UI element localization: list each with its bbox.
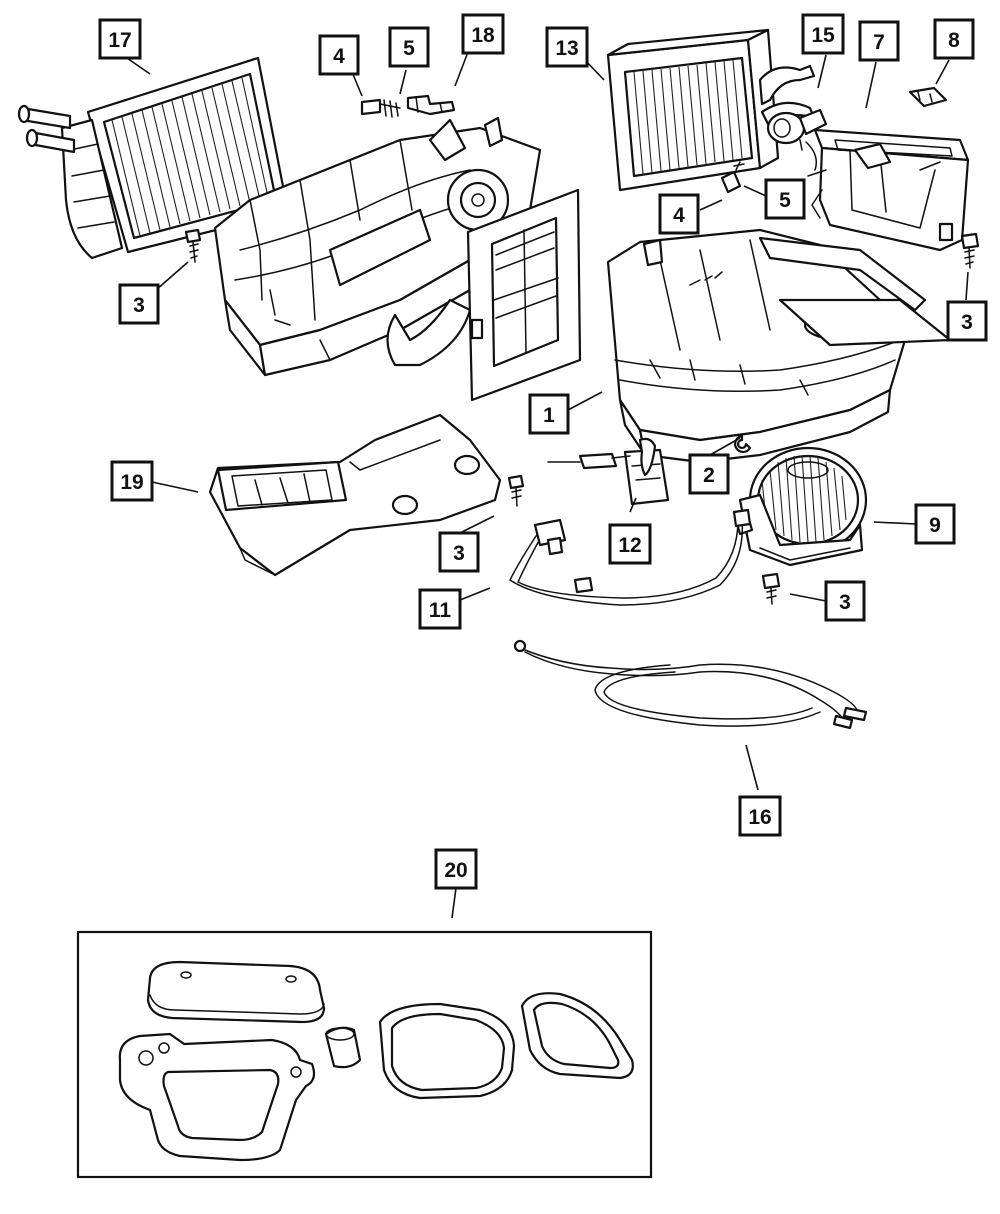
callout-12: 12 xyxy=(608,523,652,565)
svg-text:11: 11 xyxy=(429,599,452,622)
callout-16: 16 xyxy=(738,795,782,837)
callout-3-blower: 3 xyxy=(824,580,866,622)
seal-kit-parts xyxy=(118,960,634,1162)
screw-part-left xyxy=(184,228,202,263)
callout-8: 8 xyxy=(933,18,975,60)
retaining-ring-part xyxy=(734,434,752,453)
callout-2: 2 xyxy=(688,453,730,495)
svg-text:3: 3 xyxy=(961,311,973,334)
floor-duct-part xyxy=(208,413,502,577)
callout-17: 17 xyxy=(98,18,142,60)
svg-text:13: 13 xyxy=(555,37,578,60)
sensor-valve-part xyxy=(766,108,828,171)
svg-text:16: 16 xyxy=(748,806,771,829)
svg-text:17: 17 xyxy=(108,29,131,52)
air-inlet-housing-part xyxy=(807,128,970,252)
callout-1: 1 xyxy=(528,393,570,435)
blower-motor-part xyxy=(734,446,868,567)
callout-9: 9 xyxy=(914,503,956,545)
svg-text:3: 3 xyxy=(839,591,851,614)
svg-text:4: 4 xyxy=(673,204,685,227)
clip-part xyxy=(406,94,456,116)
svg-text:1: 1 xyxy=(543,404,555,427)
evaporator-core-part xyxy=(606,28,816,192)
hvac-housing-front-view xyxy=(606,228,952,464)
callout-7: 7 xyxy=(858,20,900,62)
retainer-clip-part xyxy=(908,86,948,108)
svg-text:3: 3 xyxy=(133,294,145,317)
svg-text:18: 18 xyxy=(471,24,495,47)
callout-4-top: 4 xyxy=(318,34,360,76)
svg-text:20: 20 xyxy=(444,859,467,882)
svg-text:19: 19 xyxy=(120,471,143,494)
blower-resistor-part xyxy=(547,437,670,506)
svg-text:5: 5 xyxy=(779,189,791,212)
callout-11: 11 xyxy=(418,588,462,630)
leader-lines xyxy=(123,51,969,919)
callout-20: 20 xyxy=(434,848,478,890)
svg-text:15: 15 xyxy=(811,24,835,47)
callout-4-evap: 4 xyxy=(658,193,700,235)
callout-3-right: 3 xyxy=(946,300,988,342)
svg-text:8: 8 xyxy=(948,29,960,52)
svg-text:2: 2 xyxy=(703,464,715,487)
screw-part-blower xyxy=(761,572,781,605)
screw-part-right xyxy=(960,232,980,269)
callout-15: 15 xyxy=(801,13,845,55)
svg-text:3: 3 xyxy=(453,542,465,565)
screw-part xyxy=(360,98,401,118)
svg-text:12: 12 xyxy=(618,534,641,557)
callout-5-evap: 5 xyxy=(764,178,806,220)
screw-part-duct xyxy=(507,474,525,507)
hvac-housing-rear-view xyxy=(213,116,582,402)
svg-text:9: 9 xyxy=(929,514,941,537)
callout-13: 13 xyxy=(545,26,589,68)
callout-5-top: 5 xyxy=(388,26,430,68)
control-cables-part xyxy=(513,639,868,730)
callout-3-duct: 3 xyxy=(438,531,480,573)
svg-text:7: 7 xyxy=(873,31,885,54)
heater-core-part xyxy=(17,56,290,260)
wire-harness-part xyxy=(509,508,752,606)
svg-text:5: 5 xyxy=(403,37,415,60)
callout-19: 19 xyxy=(110,460,154,502)
svg-text:4: 4 xyxy=(333,45,345,68)
callout-3-left: 3 xyxy=(118,283,160,325)
screw-part-evap xyxy=(720,161,745,194)
callout-18: 18 xyxy=(461,13,505,55)
